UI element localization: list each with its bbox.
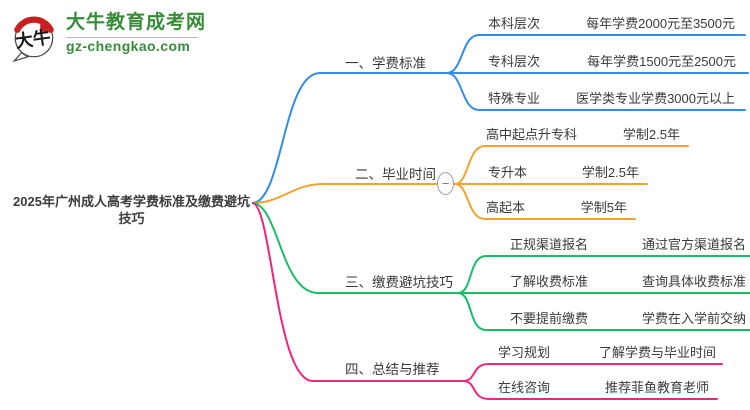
branch-1-up-line bbox=[446, 34, 746, 74]
leaf-label: 不要提前缴费 bbox=[510, 311, 589, 326]
branch-4-main-line bbox=[252, 202, 464, 382]
branch-1-main-line bbox=[252, 72, 749, 204]
branch-3-down-line bbox=[457, 292, 750, 331]
leaf-row[interactable]: 高中起点升专科 学制2.5年 bbox=[477, 125, 688, 146]
leaf-label: 了解收费标准 bbox=[510, 274, 589, 289]
branch-3-up-line bbox=[457, 255, 750, 294]
leaf-value: 查询具体收费标准 bbox=[641, 274, 746, 289]
leaf-row[interactable]: 专升本 学制2.5年 bbox=[457, 163, 647, 184]
leaf-label: 在线咨询 bbox=[498, 380, 551, 395]
collapse-toggle[interactable]: − bbox=[437, 172, 454, 195]
logo-bull-icon: 大牛 bbox=[12, 16, 54, 62]
leaf-value: 每年学费2000元至3500元 bbox=[586, 16, 735, 31]
leaf-value: 学制2.5年 bbox=[581, 165, 639, 180]
leaf-label: 专科层次 bbox=[488, 54, 541, 69]
branch-2-lines bbox=[252, 145, 689, 220]
branch-3-topic[interactable]: 三、缴费避坑技巧 bbox=[345, 275, 453, 290]
leaf-label: 专升本 bbox=[488, 165, 528, 180]
logo-icon-text: 大牛 bbox=[14, 26, 52, 52]
leaf-label: 高中起点升专科 bbox=[486, 127, 578, 142]
branch-1-topic[interactable]: 一、学费标准 bbox=[345, 56, 426, 71]
branch-2-topic[interactable]: 二、毕业时间 bbox=[355, 167, 436, 182]
leaf-value: 学费在入学前交纳 bbox=[641, 311, 746, 326]
leaf-label: 高起本 bbox=[486, 200, 526, 215]
leaf-label: 特殊专业 bbox=[488, 91, 541, 106]
leaf-value: 学制2.5年 bbox=[622, 127, 680, 142]
leaf-row[interactable]: 不要提前缴费 学费在入学前交纳 bbox=[480, 309, 750, 330]
leaf-row[interactable]: 学习规划 了解学费与毕业时间 bbox=[490, 343, 722, 364]
branch-1-down-line bbox=[446, 72, 746, 111]
branch-4-up-line bbox=[462, 363, 723, 382]
leaf-row[interactable]: 高起本 学制5年 bbox=[477, 198, 635, 219]
root-topic[interactable]: 2025年广州成人高考学费标准及缴费避坑技巧 bbox=[13, 194, 250, 226]
branch-2-down-line bbox=[454, 183, 636, 220]
leaf-row[interactable]: 正规渠道报名 通过官方渠道报名 bbox=[480, 235, 750, 256]
leaf-value: 了解学费与毕业时间 bbox=[598, 345, 716, 360]
leaf-label: 本科层次 bbox=[488, 16, 541, 31]
logo-site-name: 大牛教育成考网 bbox=[66, 12, 207, 33]
leaf-row[interactable]: 特殊专业 医学类专业学费3000元以上 bbox=[480, 89, 745, 110]
leaf-row[interactable]: 了解收费标准 查询具体收费标准 bbox=[457, 272, 750, 293]
leaf-value: 每年学费1500元至2500元 bbox=[587, 54, 736, 69]
branch-4-topic[interactable]: 四、总结与推荐 bbox=[345, 362, 440, 377]
logo-domain: gz-chengkao.com bbox=[66, 38, 191, 54]
leaf-row[interactable]: 本科层次 每年学费2000元至3500元 bbox=[480, 14, 745, 35]
leaf-value: 通过官方渠道报名 bbox=[641, 237, 746, 252]
site-logo[interactable]: 大牛 大牛教育成考网 gz-chengkao.com bbox=[10, 10, 206, 62]
logo-divider bbox=[66, 37, 198, 38]
logo-seal-icon bbox=[40, 23, 49, 32]
leaf-value: 学制5年 bbox=[580, 200, 627, 215]
minus-icon: − bbox=[441, 176, 450, 191]
branch-2-main-line bbox=[252, 183, 648, 204]
leaf-value: 推荐菲鱼教育老师 bbox=[604, 380, 709, 395]
leaf-row[interactable]: 在线咨询 推荐菲鱼教育老师 bbox=[490, 378, 717, 399]
branch-3-lines bbox=[252, 202, 750, 331]
branch-1-lines bbox=[252, 34, 749, 204]
leaf-label: 正规渠道报名 bbox=[510, 237, 589, 252]
leaf-label: 学习规划 bbox=[498, 345, 551, 360]
branch-2-up-line bbox=[454, 145, 689, 185]
branch-3-main-line bbox=[252, 202, 750, 294]
branch-4-lines bbox=[252, 202, 723, 400]
leaf-row[interactable]: 专科层次 每年学费1500元至2500元 bbox=[450, 52, 748, 73]
branch-4-down-line bbox=[462, 380, 718, 400]
leaf-value: 医学类专业学费3000元以上 bbox=[576, 91, 735, 106]
